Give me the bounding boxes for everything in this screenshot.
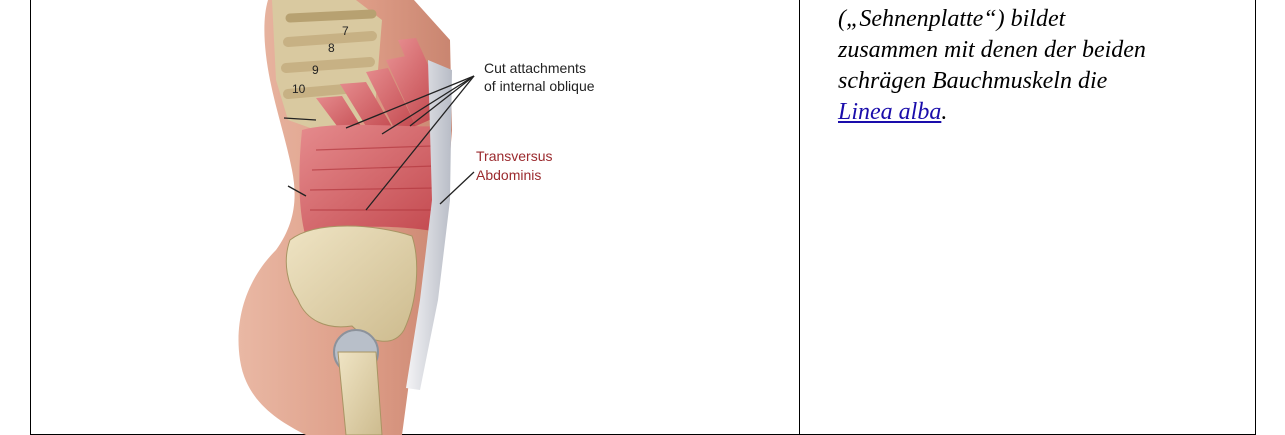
text-line-3: schrägen Bauchmuskeln die (838, 66, 1256, 97)
rib-number-9: 9 (312, 63, 319, 77)
rib-number-7: 7 (342, 24, 349, 38)
label-internal-oblique: of internal oblique (484, 78, 595, 94)
linea-alba-link[interactable]: Linea alba (838, 99, 941, 125)
rib-number-10: 10 (292, 82, 306, 96)
femur-bone (338, 352, 382, 435)
rib-number-8: 8 (328, 41, 335, 55)
text-line-1: („Sehnenplatte“) bildet (838, 4, 1256, 35)
label-cut-attachments: Cut attachments (484, 60, 586, 76)
text-line-2: zusammen mit denen der beiden (838, 35, 1256, 66)
table-column-divider (799, 0, 800, 435)
description-text: („Sehnenplatte“) bildet zusammen mit den… (838, 4, 1256, 128)
label-transversus: Transversus (476, 148, 553, 164)
text-line-4: Linea alba. (838, 97, 1256, 128)
label-abdominis: Abdominis (476, 167, 541, 183)
anatomy-illustration: 7 8 9 10 Cut attachments of internal obl… (206, 0, 644, 435)
sentence-period: . (941, 99, 947, 125)
